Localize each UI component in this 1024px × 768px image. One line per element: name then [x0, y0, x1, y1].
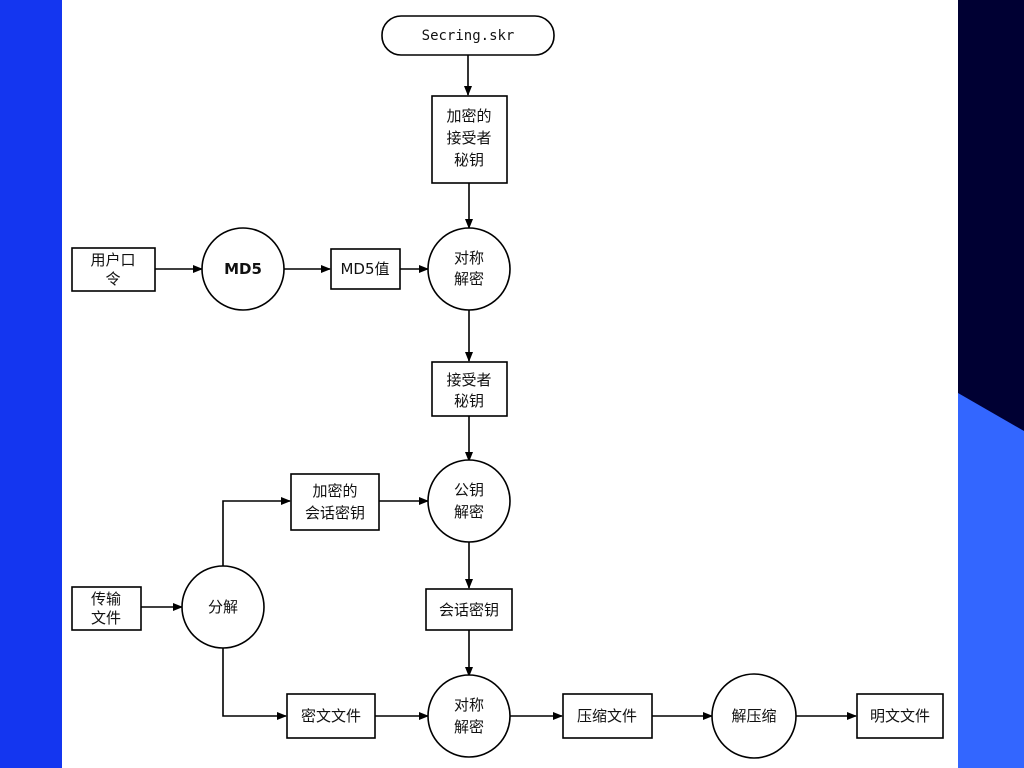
node-enc-receiver-key-line3: 秘钥 — [454, 151, 484, 169]
right-accent-shape — [958, 393, 1024, 768]
node-cipher-file-label: 密文文件 — [301, 707, 361, 725]
node-transfer-file: 传输 文件 — [71, 586, 142, 631]
node-pubkey-decrypt: 公钥 解密 — [427, 459, 511, 543]
node-pubkey-decrypt-line1: 公钥 — [454, 481, 484, 499]
node-user-password: 用户口 令 — [71, 247, 156, 292]
node-enc-session-key-line2: 会话密钥 — [305, 504, 365, 522]
node-user-password-line2: 令 — [105, 270, 120, 288]
node-enc-session-key: 加密的 会话密钥 — [290, 473, 380, 531]
node-secring-label: Secring.skr — [422, 28, 515, 44]
node-receiver-key-line1: 接受者 — [446, 371, 491, 389]
node-compressed-file-label: 压缩文件 — [577, 707, 637, 725]
node-secring: Secring.skr — [381, 15, 555, 56]
connectors — [141, 55, 857, 720]
node-sym-decrypt-upper: 对称 解密 — [427, 227, 511, 311]
node-session-key: 会话密钥 — [425, 588, 513, 631]
node-sym-decrypt-lower: 对称 解密 — [427, 674, 511, 758]
node-compressed-file: 压缩文件 — [562, 693, 653, 739]
node-md5-value-label: MD5值 — [340, 260, 389, 278]
node-pubkey-decrypt-line2: 解密 — [454, 503, 484, 521]
node-enc-session-key-line1: 加密的 — [312, 482, 357, 500]
node-sym-decrypt-lower-line1: 对称 — [454, 696, 484, 714]
node-session-key-label: 会话密钥 — [439, 601, 499, 619]
left-background-band — [0, 0, 62, 768]
node-md5-value: MD5值 — [330, 248, 401, 290]
node-sym-decrypt-lower-line2: 解密 — [454, 718, 484, 736]
node-split-label: 分解 — [208, 598, 238, 616]
node-user-password-line1: 用户口 — [90, 251, 135, 269]
node-transfer-file-line2: 文件 — [91, 609, 121, 627]
arrow-split-to-cipher — [222, 648, 287, 720]
node-receiver-key: 接受者 秘钥 — [431, 361, 508, 417]
node-enc-receiver-key: 加密的 接受者 秘钥 — [431, 95, 508, 184]
node-sym-decrypt-upper-line1: 对称 — [454, 249, 484, 267]
node-enc-receiver-key-line2: 接受者 — [446, 129, 491, 147]
node-decompress-label: 解压缩 — [731, 707, 776, 725]
node-plain-file: 明文文件 — [856, 693, 944, 739]
node-cipher-file: 密文文件 — [286, 693, 376, 739]
node-plain-file-label: 明文文件 — [870, 707, 930, 725]
node-decompress: 解压缩 — [711, 673, 797, 759]
node-receiver-key-line2: 秘钥 — [454, 392, 484, 410]
node-md5: MD5 — [201, 227, 285, 311]
node-transfer-file-line1: 传输 — [91, 590, 121, 608]
node-split: 分解 — [181, 565, 265, 649]
node-md5-label: MD5 — [224, 260, 262, 278]
node-sym-decrypt-upper-line2: 解密 — [454, 270, 484, 288]
node-enc-receiver-key-line1: 加密的 — [446, 107, 491, 125]
arrow-split-to-enc-session — [222, 497, 291, 566]
